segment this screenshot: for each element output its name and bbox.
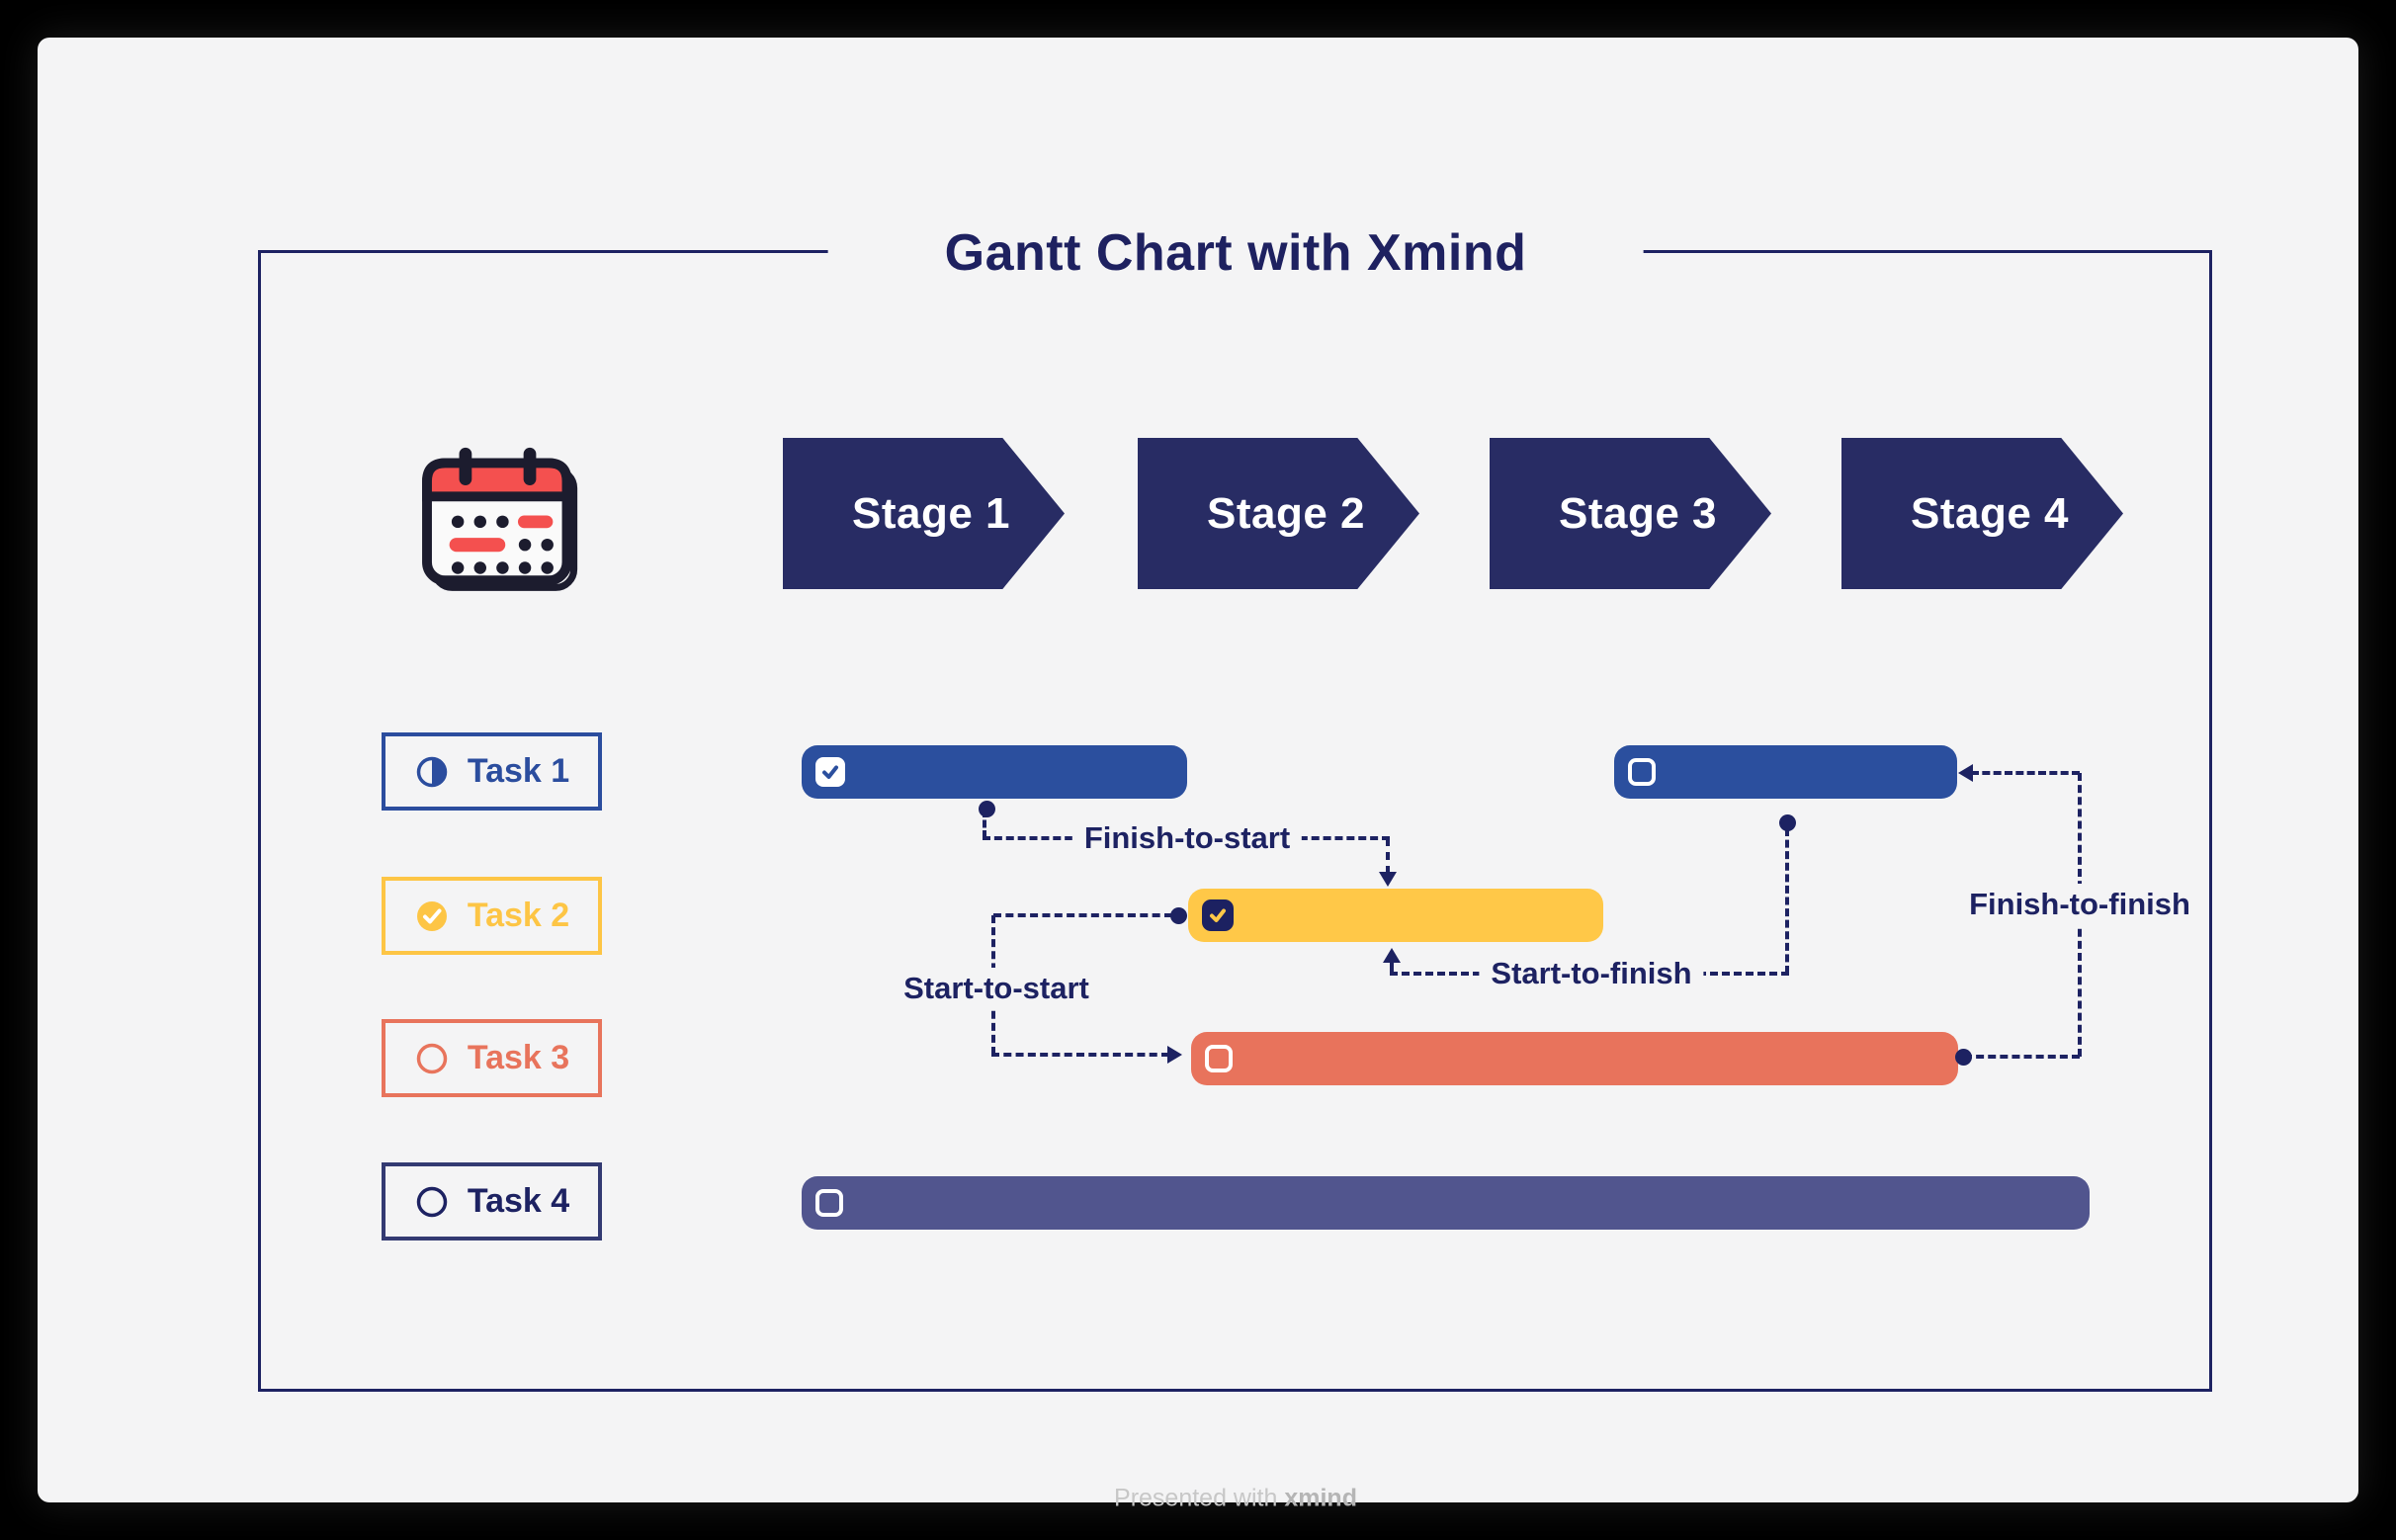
task-1-bar-stage-3[interactable] [1614, 745, 1957, 799]
footer-brand: xmind [1284, 1484, 1357, 1512]
footer-credit: Presented with xmind [1114, 1485, 1357, 1513]
stage-4-label: Stage 4 [1911, 488, 2070, 538]
task-2-bar[interactable] [1188, 889, 1603, 942]
checkbox-checked-icon[interactable] [815, 757, 845, 787]
checkbox-empty-icon[interactable] [815, 1189, 843, 1217]
connector-dot [979, 801, 995, 817]
task-4-label: Task 4 [467, 1182, 570, 1220]
arrow-left-icon [1958, 764, 1973, 782]
arrow-up-icon [1383, 948, 1401, 963]
task-3-box[interactable]: Task 3 [382, 1019, 602, 1097]
stage-3-label: Stage 3 [1559, 488, 1718, 538]
stage-2-label: Stage 2 [1207, 488, 1366, 538]
checkbox-empty-icon[interactable] [1628, 758, 1656, 786]
checkbox-empty-icon[interactable] [1205, 1045, 1233, 1072]
calendar-icon [416, 445, 586, 593]
task-2-box[interactable]: Task 2 [382, 877, 602, 955]
arrow-down-icon [1379, 872, 1397, 887]
task-1-bar-stage-1[interactable] [802, 745, 1187, 799]
stage-2-chevron[interactable]: Stage 2 [1138, 438, 1419, 589]
task-3-bar[interactable] [1191, 1032, 1958, 1085]
task-2-label: Task 2 [467, 897, 570, 934]
start-to-start-label: Start-to-start [892, 968, 1101, 1009]
arrow-right-icon [1167, 1046, 1182, 1064]
stage-4-chevron[interactable]: Stage 4 [1841, 438, 2123, 589]
connector-dot [1779, 814, 1796, 831]
finish-to-start-label: Finish-to-start [1071, 817, 1303, 859]
task-4-bar[interactable] [802, 1176, 2090, 1230]
start-to-finish-label: Start-to-finish [1479, 953, 1704, 994]
checkbox-checked-icon[interactable] [1202, 899, 1234, 931]
page-title: Gantt Chart with Xmind [827, 223, 1644, 283]
task-1-label: Task 1 [467, 752, 570, 790]
finish-to-finish-label: Finish-to-finish [1957, 884, 2202, 925]
connector-dot [1170, 907, 1187, 924]
empty-circle-icon [416, 1043, 448, 1073]
stage-1-chevron[interactable]: Stage 1 [783, 438, 1065, 589]
connector-dot [1955, 1049, 1972, 1066]
stage-3-chevron[interactable]: Stage 3 [1490, 438, 1771, 589]
check-circle-icon [416, 900, 447, 931]
footer-prefix: Presented with [1114, 1484, 1285, 1512]
stage-1-label: Stage 1 [852, 488, 1011, 538]
half-filled-circle-icon [416, 756, 448, 787]
task-1-box[interactable]: Task 1 [382, 732, 602, 811]
task-4-box[interactable]: Task 4 [382, 1162, 602, 1241]
task-3-label: Task 3 [467, 1039, 570, 1076]
slide-card: Gantt Chart with Xmind [38, 38, 2358, 1512]
empty-circle-icon [416, 1186, 448, 1217]
